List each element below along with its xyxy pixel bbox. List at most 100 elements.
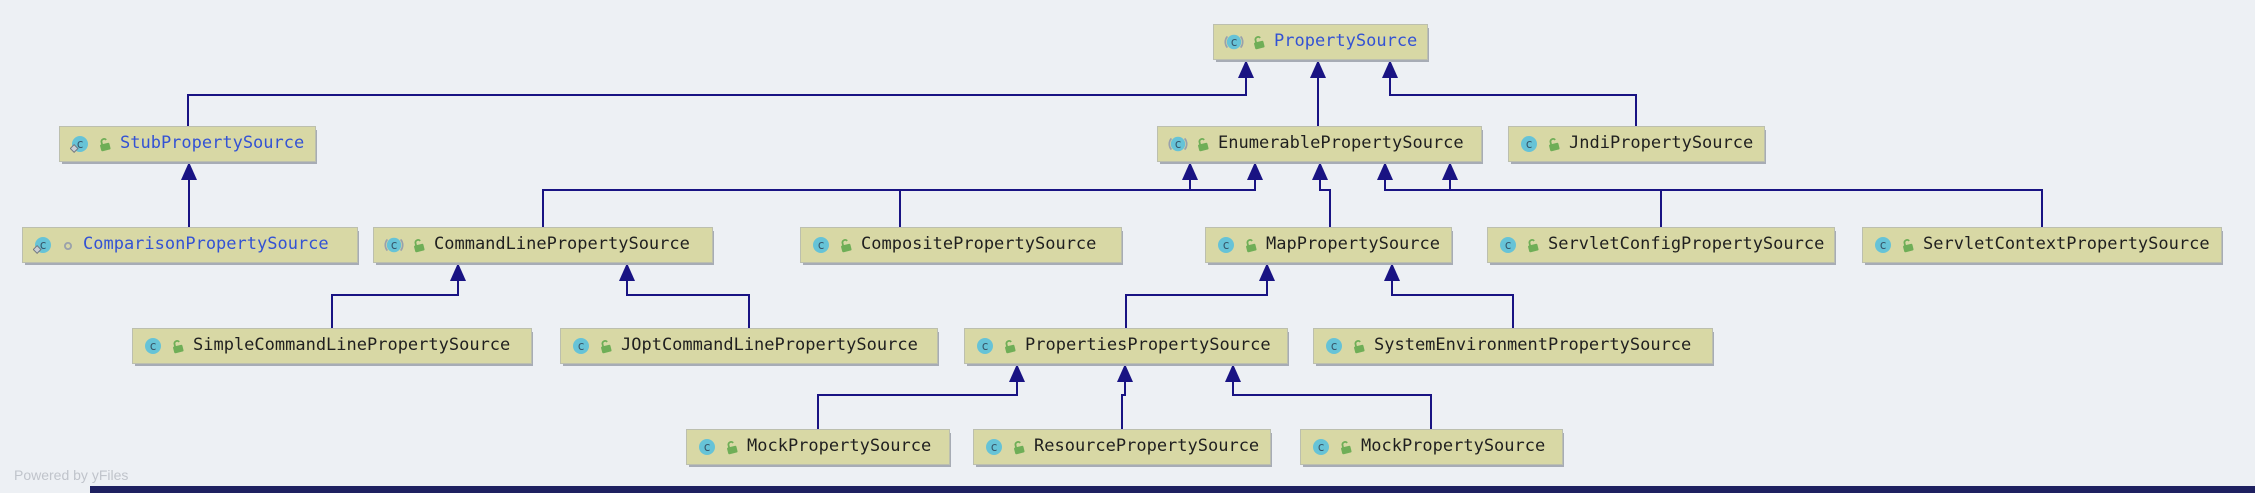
inheritance-edge-jndi-property-source-to-property-source bbox=[1382, 60, 1637, 126]
svg-text:c: c bbox=[1525, 137, 1532, 151]
svg-text:c: c bbox=[817, 238, 824, 252]
inheritance-edge-servlet-config-property-source-to-enumerable-property-source bbox=[1377, 162, 1662, 227]
yfiles-watermark: Powered by yFiles bbox=[14, 467, 129, 483]
svg-text:c: c bbox=[1222, 238, 1229, 252]
class-node-servlet-context-property-source[interactable]: c ServletContextPropertySource bbox=[1862, 227, 2222, 263]
public-lock-icon bbox=[1014, 441, 1025, 455]
inheritance-edge-command-line-property-source-to-enumerable-property-source bbox=[542, 162, 1198, 227]
class-node-mock-property-source-1[interactable]: c MockPropertySource bbox=[686, 429, 950, 465]
inheritance-edge-jopt-command-line-property-source-to-command-line-property-source bbox=[619, 263, 750, 328]
public-lock-icon bbox=[1354, 340, 1365, 354]
class-node-map-property-source[interactable]: c MapPropertySource bbox=[1205, 227, 1452, 263]
class-name-label: MockPropertySource bbox=[747, 435, 932, 456]
static-class-icon: c bbox=[70, 136, 88, 154]
class-icon: c bbox=[813, 237, 829, 253]
public-lock-icon bbox=[414, 239, 425, 253]
class-node-composite-property-source[interactable]: c CompositePropertySource bbox=[800, 227, 1122, 263]
class-name-label: SimpleCommandLinePropertySource bbox=[193, 334, 511, 355]
public-lock-icon bbox=[727, 441, 738, 455]
class-node-mock-property-source-2[interactable]: c MockPropertySource bbox=[1300, 429, 1563, 465]
class-node-system-environment-property-source[interactable]: c SystemEnvironmentPropertySource bbox=[1313, 328, 1713, 364]
svg-text:c: c bbox=[990, 440, 997, 454]
inheritance-edge-resource-property-source-to-properties-property-source bbox=[1117, 364, 1133, 429]
svg-text:c: c bbox=[1879, 238, 1886, 252]
class-name-label: SystemEnvironmentPropertySource bbox=[1374, 334, 1692, 355]
class-icon: c bbox=[145, 338, 161, 354]
inheritance-edge-servlet-context-property-source-to-enumerable-property-source bbox=[1442, 162, 2043, 227]
class-name-label: ServletConfigPropertySource bbox=[1548, 233, 1825, 254]
class-name-label: ServletContextPropertySource bbox=[1923, 233, 2210, 254]
class-icon: c bbox=[1326, 338, 1342, 354]
class-name-label: StubPropertySource bbox=[120, 132, 305, 153]
class-name-label: CommandLinePropertySource bbox=[434, 233, 690, 254]
public-lock-icon bbox=[1254, 36, 1265, 50]
inheritance-edge-simple-command-line-property-source-to-command-line-property-source bbox=[331, 263, 466, 328]
inheritance-edge-stub-property-source-to-property-source bbox=[187, 60, 1254, 126]
inheritance-edge-mock-property-source-1-to-properties-property-source bbox=[817, 364, 1025, 429]
inheritance-edge-mock-property-source-2-to-properties-property-source bbox=[1225, 364, 1432, 429]
class-icon: c bbox=[699, 439, 715, 455]
class-node-jopt-command-line-property-source[interactable]: c JOptCommandLinePropertySource bbox=[560, 328, 938, 364]
public-lock-icon bbox=[1528, 239, 1539, 253]
abstract-class-icon: c bbox=[384, 237, 404, 253]
class-node-enumerable-property-source[interactable]: c EnumerablePropertySource bbox=[1157, 126, 1482, 162]
svg-text:c: c bbox=[1330, 339, 1337, 353]
svg-text:c: c bbox=[1174, 137, 1181, 151]
class-icon: c bbox=[1218, 237, 1234, 253]
svg-text:c: c bbox=[149, 339, 156, 353]
class-name-label: JOptCommandLinePropertySource bbox=[621, 334, 918, 355]
abstract-class-icon: c bbox=[1224, 34, 1244, 50]
class-node-property-source[interactable]: c PropertySource bbox=[1213, 24, 1428, 60]
horizontal-scrollbar-thumb[interactable] bbox=[90, 486, 2255, 493]
class-name-label: PropertySource bbox=[1274, 30, 1418, 51]
svg-text:c: c bbox=[390, 238, 397, 252]
public-lock-icon bbox=[601, 340, 612, 354]
inheritance-edge-composite-property-source-to-enumerable-property-source bbox=[899, 162, 1263, 227]
class-name-label: JndiPropertySource bbox=[1569, 132, 1754, 153]
public-lock-icon bbox=[1005, 340, 1016, 354]
class-node-jndi-property-source[interactable]: c JndiPropertySource bbox=[1508, 126, 1765, 162]
class-node-stub-property-source[interactable]: c StubPropertySource bbox=[59, 126, 316, 162]
svg-text:c: c bbox=[1504, 238, 1511, 252]
public-lock-icon bbox=[841, 239, 852, 253]
package-private-icon bbox=[64, 242, 72, 250]
class-name-label: PropertiesPropertySource bbox=[1025, 334, 1271, 355]
inheritance-edge-system-environment-property-source-to-map-property-source bbox=[1384, 263, 1514, 328]
svg-text:c: c bbox=[703, 440, 710, 454]
svg-text:c: c bbox=[1317, 440, 1324, 454]
public-lock-icon bbox=[1246, 239, 1257, 253]
class-name-label: MockPropertySource bbox=[1361, 435, 1546, 456]
inheritance-edge-map-property-source-to-enumerable-property-source bbox=[1312, 162, 1331, 227]
class-node-command-line-property-source[interactable]: c CommandLinePropertySource bbox=[373, 227, 713, 263]
class-name-label: ResourcePropertySource bbox=[1034, 435, 1260, 456]
class-name-label: ComparisonPropertySource bbox=[83, 233, 329, 254]
class-name-label: MapPropertySource bbox=[1266, 233, 1440, 254]
class-icon: c bbox=[977, 338, 993, 354]
class-icon: c bbox=[1521, 136, 1537, 152]
class-name-label: EnumerablePropertySource bbox=[1218, 132, 1464, 153]
class-node-servlet-config-property-source[interactable]: c ServletConfigPropertySource bbox=[1487, 227, 1835, 263]
public-lock-icon bbox=[1198, 138, 1209, 152]
class-name-label: CompositePropertySource bbox=[861, 233, 1097, 254]
svg-text:c: c bbox=[981, 339, 988, 353]
class-icon: c bbox=[1313, 439, 1329, 455]
svg-text:c: c bbox=[39, 238, 46, 252]
static-class-icon: c bbox=[33, 237, 51, 255]
public-lock-icon bbox=[100, 138, 111, 152]
inheritance-edge-properties-property-source-to-map-property-source bbox=[1125, 263, 1275, 328]
class-icon: c bbox=[1875, 237, 1891, 253]
svg-text:c: c bbox=[76, 137, 83, 151]
public-lock-icon bbox=[173, 340, 184, 354]
public-lock-icon bbox=[1341, 441, 1352, 455]
abstract-class-icon: c bbox=[1168, 136, 1188, 152]
svg-text:c: c bbox=[1230, 35, 1237, 49]
svg-text:c: c bbox=[577, 339, 584, 353]
class-node-simple-command-line-property-source[interactable]: c SimpleCommandLinePropertySource bbox=[132, 328, 532, 364]
public-lock-icon bbox=[1903, 239, 1914, 253]
class-icon: c bbox=[573, 338, 589, 354]
class-node-properties-property-source[interactable]: c PropertiesPropertySource bbox=[964, 328, 1288, 364]
class-node-resource-property-source[interactable]: c ResourcePropertySource bbox=[973, 429, 1271, 465]
class-node-comparison-property-source[interactable]: c ComparisonPropertySource bbox=[22, 227, 358, 263]
